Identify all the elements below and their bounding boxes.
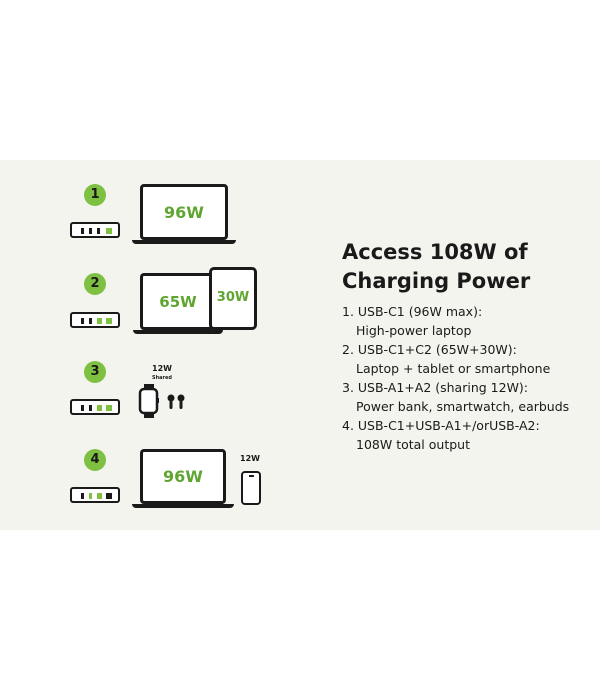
title-line-2: Charging Power (342, 269, 531, 293)
charger-icon (70, 312, 120, 328)
step-2-badge: 2 (84, 273, 106, 295)
laptop-watt-label: 65W (159, 293, 197, 311)
tablet-icon: 30W (209, 267, 257, 330)
earbuds-icon (167, 394, 185, 409)
step-4-badge: 4 (84, 449, 106, 471)
laptop-watt-label: 96W (164, 203, 204, 222)
spec-3-line-1: 3. USB-A1+A2 (sharing 12W): (342, 380, 529, 395)
charger-icon (70, 399, 120, 415)
step-1-badge: 1 (84, 184, 106, 206)
spec-2-line-2: Laptop + tablet or smartphone (356, 361, 551, 376)
laptop-icon: 96W (140, 449, 226, 504)
laptop-base (133, 330, 223, 334)
laptop-base (132, 240, 236, 244)
page-title: Access 108W of Charging Power (342, 238, 582, 296)
smartwatch-icon (138, 384, 159, 418)
spec-4-line-1: 4. USB-C1+USB-A1+/orUSB-A2: (342, 418, 540, 433)
shared-label: Shared (152, 375, 172, 381)
shared-watt-label: 12W (152, 364, 172, 373)
spec-3-line-2: Power bank, smartwatch, earbuds (356, 399, 570, 414)
laptop-icon: 96W (140, 184, 228, 240)
list-item: 3. USB-A1+A2 (sharing 12W): Power bank, … (342, 378, 592, 416)
list-item: 2. USB-C1+C2 (65W+30W): Laptop + tablet … (342, 340, 592, 378)
list-item: 1. USB-C1 (96W max): High-power laptop (342, 302, 592, 340)
smartphone-icon (241, 471, 261, 505)
tablet-watt-label: 30W (216, 290, 250, 305)
charger-icon (70, 487, 120, 503)
spec-1-line-2: High-power laptop (356, 323, 472, 338)
spec-2-line-1: 2. USB-C1+C2 (65W+30W): (342, 342, 517, 357)
spec-1-line-1: 1. USB-C1 (96W max): (342, 304, 483, 319)
laptop-base (132, 504, 234, 508)
phone-watt-label: 12W (240, 454, 260, 463)
spec-4-line-2: 108W total output (356, 437, 470, 452)
title-line-1: Access 108W of (342, 240, 528, 264)
spec-list: 1. USB-C1 (96W max): High-power laptop 2… (342, 302, 592, 454)
laptop-icon: 65W (140, 273, 216, 330)
laptop-watt-label: 96W (163, 467, 203, 486)
list-item: 4. USB-C1+USB-A1+/orUSB-A2: 108W total o… (342, 416, 592, 454)
charger-icon (70, 222, 120, 238)
step-3-badge: 3 (84, 361, 106, 383)
